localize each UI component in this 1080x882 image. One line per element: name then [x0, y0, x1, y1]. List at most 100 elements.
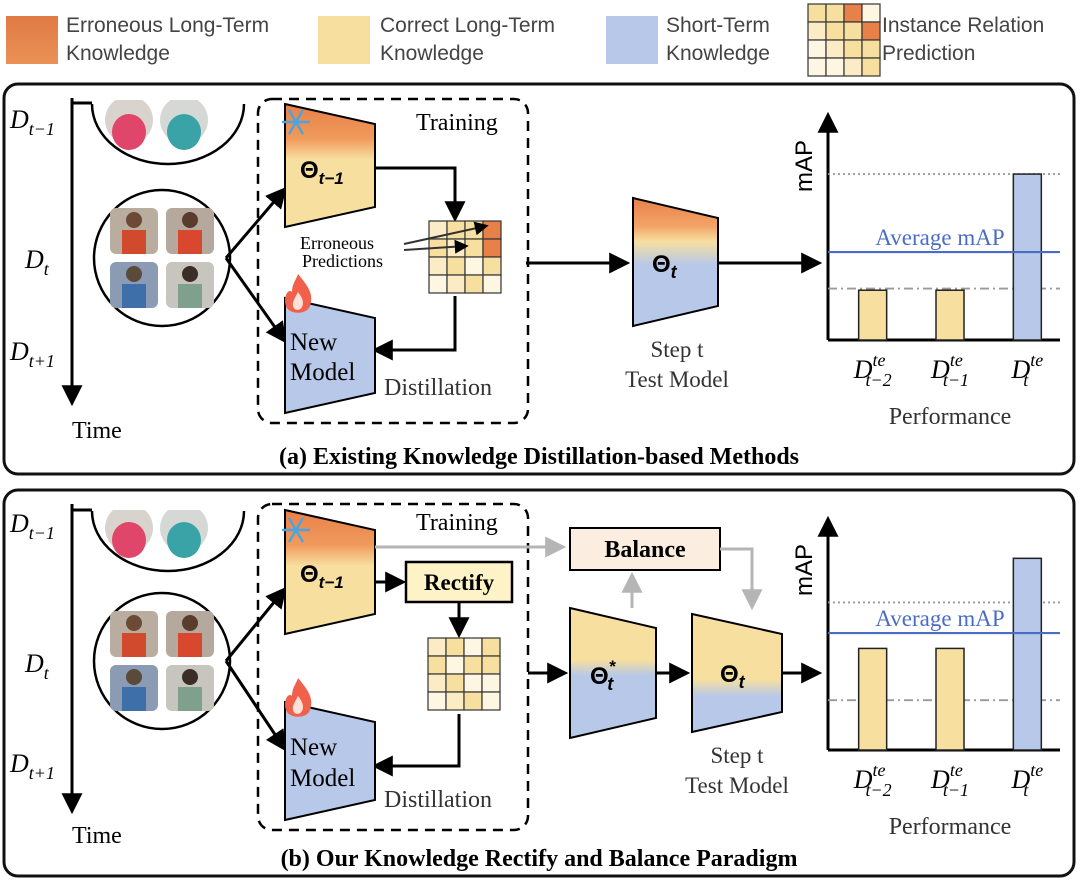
chart-bar: [857, 647, 888, 751]
matrix-b-cell: [481, 655, 501, 675]
arrow-erroneous-2: [403, 239, 469, 254]
legend-grid-cell: [843, 57, 863, 77]
chart-y-label: mAP: [791, 140, 818, 192]
panel-b: Dt−1 Dt Dt+1 Time: [2, 488, 1076, 878]
arrow-balance-to-test: [720, 547, 763, 611]
arrow-data-to-old-model: [224, 186, 287, 259]
current-data-images: [92, 591, 232, 731]
time-label: Time: [72, 823, 122, 849]
legend-relation-label: Instance Relation: [882, 14, 1044, 37]
matrix-a-cell: [464, 274, 484, 294]
legend-correct-label: Correct Long-Term: [380, 14, 555, 37]
legend-correct-swatch: [318, 16, 370, 64]
previous-data-images: [90, 510, 246, 573]
timeline-d-next: Dt+1: [9, 337, 55, 371]
chart-bar: [1012, 173, 1043, 341]
legend-grid-cell: [807, 57, 827, 77]
panel-a-frame: [2, 82, 1076, 476]
legend-grid-cell: [861, 21, 881, 41]
test-model-label: Θt: [652, 251, 678, 282]
rectify-box: [404, 560, 514, 604]
matrix-b-cell: [427, 691, 447, 711]
balance-label: Balance: [604, 537, 686, 563]
legend-grid-cell: [807, 39, 827, 59]
new-model-label: New: [290, 329, 337, 356]
matrix-b-cell: [463, 655, 483, 675]
snowflake-icon: [281, 517, 311, 543]
relation-matrix: [428, 220, 502, 294]
previous-data-images: [90, 100, 246, 166]
legend-grid-cell: [843, 3, 863, 23]
chart-x-label: Performance: [889, 404, 1012, 430]
matrix-b-cell: [445, 691, 465, 711]
distillation-label: Distillation: [384, 787, 492, 813]
legend-grid-cell: [861, 57, 881, 77]
matrix-a-cell: [482, 274, 502, 294]
timeline-d-prev: Dt−1: [9, 105, 55, 139]
matrix-a-cell: [428, 274, 448, 294]
new-model-label-2: Model: [290, 765, 355, 792]
matrix-a-cell: [482, 220, 502, 240]
matrix-a-cell: [428, 256, 448, 276]
old-model-block: [284, 102, 376, 229]
new-model-block: [284, 296, 376, 415]
legend-grid-cell: [843, 21, 863, 41]
chart-bar: [935, 289, 965, 341]
arrow-data-to-new-model: [224, 660, 287, 752]
panel-a-caption: (a) Existing Knowledge Distillation-base…: [279, 444, 799, 470]
legend-relation-grid: [807, 3, 881, 77]
old-model-block: [284, 508, 376, 636]
old-model-label: Θt−1: [300, 157, 344, 188]
matrix-b-cell: [427, 655, 447, 675]
matrix-a-cell: [482, 256, 502, 276]
legend-grid-cell: [825, 57, 845, 77]
timeline-d-curr: Dt: [24, 649, 50, 683]
arrow-distillation: [371, 296, 457, 361]
erroneous-predictions-label-2: Predictions: [302, 251, 383, 271]
rectified-model-block: [569, 606, 657, 740]
legend-grid-cell: [843, 39, 863, 59]
test-model-caption: Step t: [650, 337, 704, 362]
test-model-caption-2: Test Model: [625, 367, 729, 392]
snowflake-icon: [281, 109, 311, 135]
matrix-a-cell: [464, 238, 484, 258]
chart-bar: [857, 289, 888, 341]
matrix-b-cell: [445, 655, 465, 675]
matrix-b-cell: [445, 673, 465, 693]
panel-b-frame: [2, 488, 1076, 878]
new-model-label-2: Model: [290, 359, 355, 386]
matrix-a-cell: [482, 238, 502, 258]
legend-erroneous-label-2: Knowledge: [66, 42, 170, 65]
chart-x-label: Performance: [889, 814, 1012, 840]
legend-grid-cell: [861, 39, 881, 59]
matrix-a-cell: [446, 274, 466, 294]
chart-average-label: Average mAP: [875, 606, 1004, 631]
legend-short-term-swatch: [606, 16, 658, 64]
arrow-old-model-to-matrix: [375, 166, 466, 223]
panel-b-caption: (b) Our Knowledge Rectify and Balance Pa…: [281, 846, 798, 872]
legend-grid-cell: [807, 3, 827, 23]
training-box: [256, 97, 530, 425]
matrix-b-cell: [463, 691, 483, 711]
arrow-data-to-old-model: [224, 586, 287, 662]
timeline-d-next: Dt+1: [9, 749, 55, 783]
test-model-caption-2: Test Model: [685, 773, 789, 798]
new-model-label: New: [290, 734, 337, 761]
rectified-model-label: Θ*t: [590, 657, 617, 694]
chart-bar: [935, 647, 965, 751]
matrix-a-cell: [446, 256, 466, 276]
rectify-label: Rectify: [424, 570, 495, 595]
timeline-d-curr: Dt: [24, 245, 50, 279]
test-model-block: [632, 196, 719, 328]
legend-grid-cell: [825, 3, 845, 23]
distillation-label: Distillation: [384, 375, 492, 401]
matrix-b-cell: [481, 637, 501, 657]
matrix-b-cell: [463, 673, 483, 693]
time-label: Time: [72, 418, 122, 444]
legend: Erroneous Long-Term Knowledge Correct Lo…: [6, 3, 1044, 77]
matrix-b-cell: [463, 637, 483, 657]
legend-grid-cell: [825, 21, 845, 41]
